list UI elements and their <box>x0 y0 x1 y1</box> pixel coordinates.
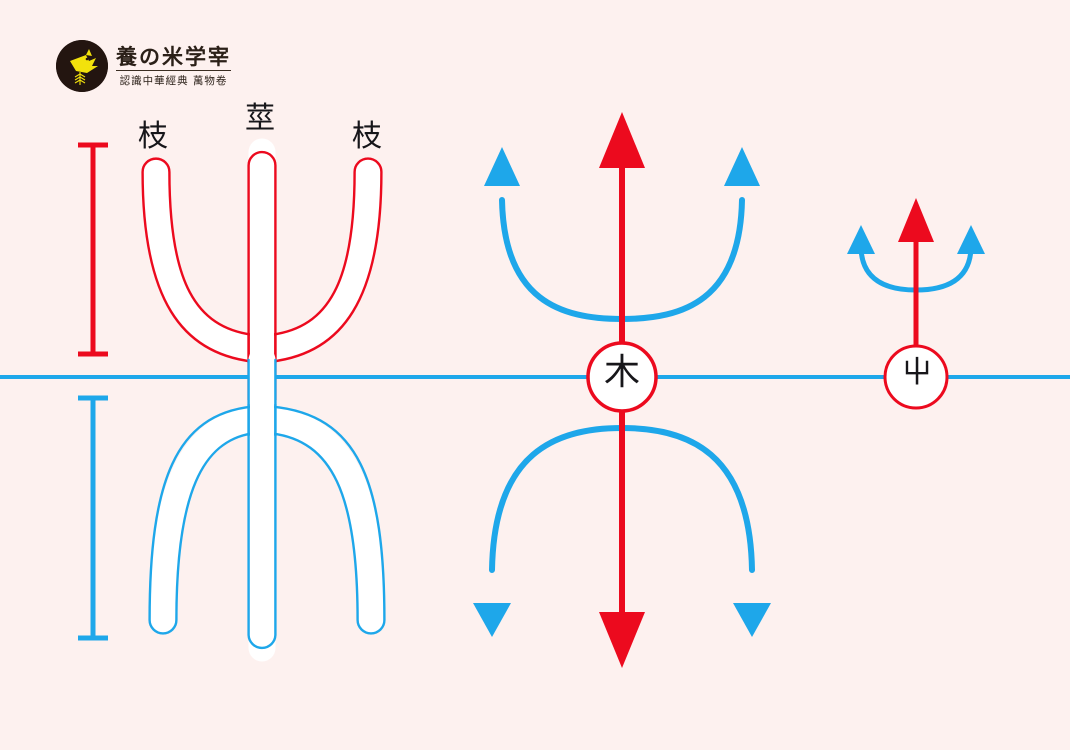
che-branch-arrow-up-right-head <box>957 225 985 254</box>
bird-wheat-icon-art <box>56 40 108 92</box>
below-ground-extent-bracket <box>78 395 108 641</box>
root-arrow-down-right <box>619 425 755 573</box>
che-branch-arrow-up-right <box>913 245 974 293</box>
stem-arrow-down-head <box>599 612 645 668</box>
che-circle-badge[interactable] <box>883 344 949 410</box>
root-arrow-down-left <box>489 425 625 573</box>
site-logo[interactable]: 養の米学宰 認識中華經典 萬物卷 <box>56 40 231 92</box>
label-stem: 莖 <box>245 101 275 136</box>
che-branch-arrow-up-left <box>858 245 919 293</box>
branch-arrow-up-right-head <box>724 147 760 186</box>
mu-circle-badge[interactable] <box>586 341 658 413</box>
logo-subtitle: 認識中華經典 萬物卷 <box>119 74 228 87</box>
branch-arrow-up-left <box>499 197 625 322</box>
label-branch-left: 枝 <box>138 119 168 154</box>
label-branch-right: 枝 <box>352 119 382 154</box>
che-branch-arrow-up-left-head <box>847 225 875 254</box>
plant-upper-shoot <box>141 138 383 414</box>
logo-wordmark: 養の米学宰 認識中華經典 萬物卷 <box>116 46 231 87</box>
logo-title: 養の米学宰 <box>116 43 231 71</box>
branch-arrow-up-left-head <box>484 147 520 186</box>
mu-character-flow <box>473 112 771 668</box>
plant-lower-roots <box>0 346 1070 662</box>
che-stem-arrow-up-head <box>898 198 934 242</box>
mu-circle-glyph: 木 <box>603 352 640 393</box>
above-ground-extent-bracket <box>78 142 108 357</box>
root-arrow-down-right-head <box>733 603 771 637</box>
stem-arrow-up-head <box>599 112 645 168</box>
branch-arrow-up-right <box>619 197 745 322</box>
bird-wheat-emblem-icon <box>56 40 108 92</box>
che-character-flow <box>847 198 985 410</box>
che-circle-glyph: 屮 <box>902 355 932 390</box>
root-arrow-down-left-head <box>473 603 511 637</box>
